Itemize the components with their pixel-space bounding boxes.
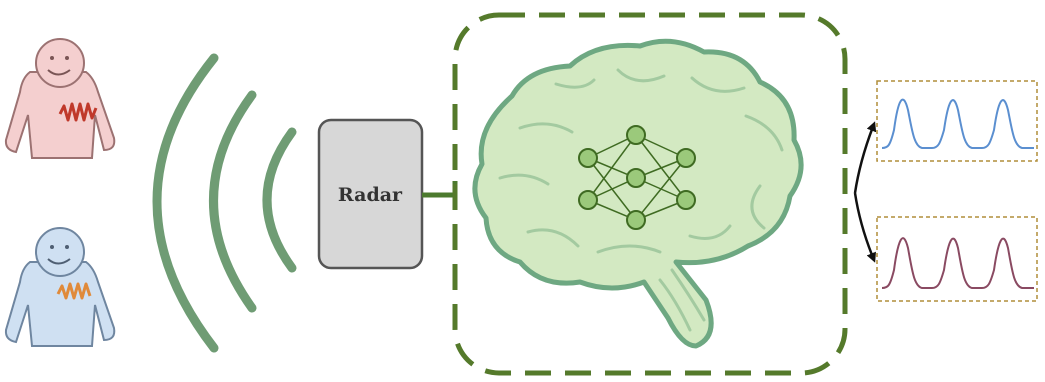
hidden-node-2: [626, 168, 646, 188]
person-top-icon: [4, 38, 116, 159]
signal-waveform-top: [881, 98, 1034, 149]
radar-wave-outer: [152, 53, 219, 353]
output-node-1: [676, 148, 696, 168]
heartbeat-signal-top: [58, 102, 98, 122]
radar-wave-inner: [262, 127, 297, 273]
radar-wave-middle: [209, 90, 257, 313]
person-bottom-icon: [4, 227, 116, 347]
input-node-2: [578, 190, 598, 210]
hidden-node-1: [626, 125, 646, 145]
radar-connector: [422, 181, 458, 209]
signal-waveform-bottom: [881, 237, 1034, 289]
radar-waves-icon: [152, 53, 297, 353]
output-node-2: [676, 190, 696, 210]
neural-network-icon: [578, 125, 696, 230]
signal-box-bottom: [876, 216, 1038, 302]
brain-icon: [472, 38, 804, 349]
hidden-node-3: [626, 210, 646, 230]
radar-box: Radar: [317, 118, 424, 270]
processing-frame: [452, 12, 848, 376]
signal-box-top: [876, 80, 1038, 162]
input-node-1: [578, 148, 598, 168]
arrow-icon: [853, 121, 877, 263]
arrow-to-bottom-signal: [853, 192, 876, 263]
radar-label: Radar: [338, 184, 403, 206]
arrow-to-top-signal: [853, 121, 877, 194]
heartbeat-signal-bottom: [56, 282, 92, 300]
